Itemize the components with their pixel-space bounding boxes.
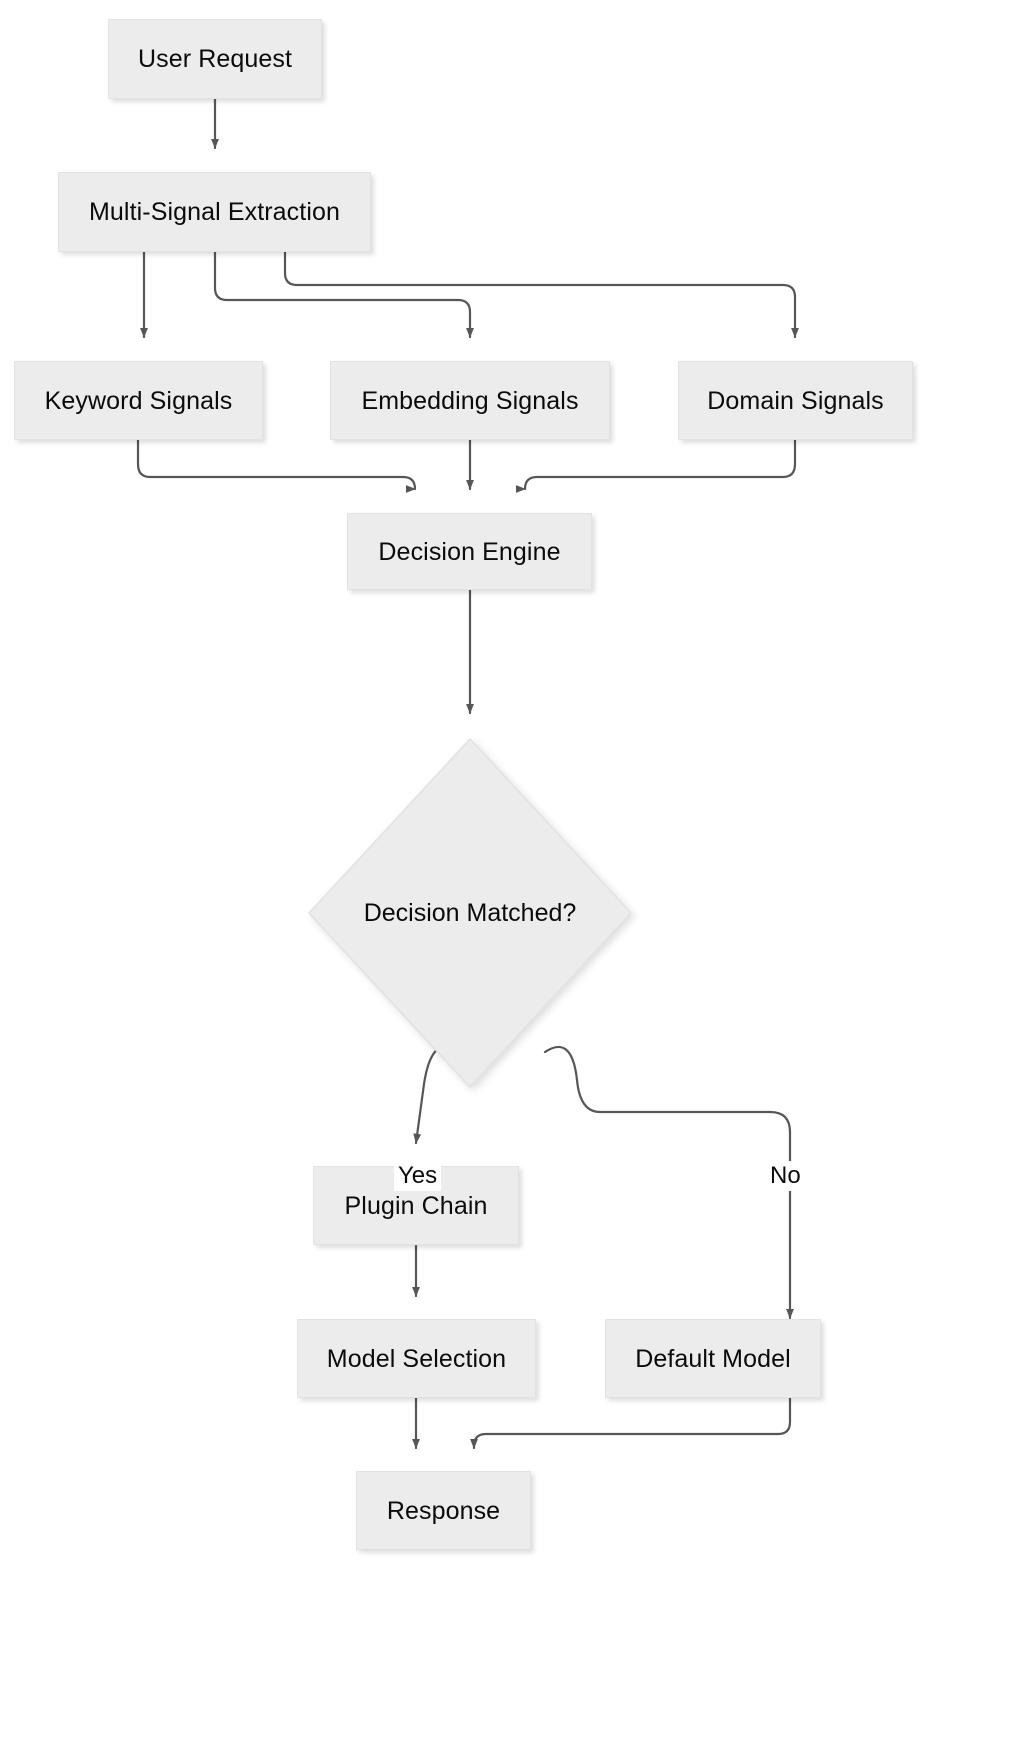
node-response[interactable]: Response [356,1471,531,1550]
node-decision-matched-label: Decision Matched? [363,898,577,927]
edge-multi-signal-to-embedding-signals [213,250,474,339]
node-keyword-signals-label: Keyword Signals [44,386,233,415]
node-domain-signals[interactable]: Domain Signals [678,361,913,440]
edge-label-no: No [766,1161,805,1191]
node-default-model-label: Default Model [635,1344,791,1373]
edge-keyword-signals-to-decision-engine [136,438,419,491]
edge-multi-signal-to-domain-signals [283,250,799,339]
node-embedding-signals[interactable]: Embedding Signals [330,361,610,440]
node-model-selection[interactable]: Model Selection [297,1319,536,1398]
node-decision-matched[interactable]: Decision Matched? [307,737,633,1089]
node-multi-signal-extraction-label: Multi-Signal Extraction [88,198,340,226]
node-default-model[interactable]: Default Model [605,1319,821,1398]
node-decision-engine-label: Decision Engine [378,537,561,566]
edge-domain-signals-to-decision-engine [521,438,797,491]
edge-label-yes: Yes [394,1161,442,1191]
node-user-request-label: User Request [137,45,293,73]
node-multi-signal-extraction[interactable]: Multi-Signal Extraction [58,172,371,252]
edge-default-model-to-response [470,1396,792,1450]
node-model-selection-label: Model Selection [326,1344,507,1373]
node-user-request[interactable]: User Request [108,19,322,99]
node-decision-engine[interactable]: Decision Engine [347,513,592,590]
node-domain-signals-label: Domain Signals [707,386,884,415]
node-plugin-chain-label: Plugin Chain [344,1191,488,1220]
node-keyword-signals[interactable]: Keyword Signals [14,361,263,440]
node-embedding-signals-label: Embedding Signals [361,386,579,415]
node-response-label: Response [386,1496,501,1525]
